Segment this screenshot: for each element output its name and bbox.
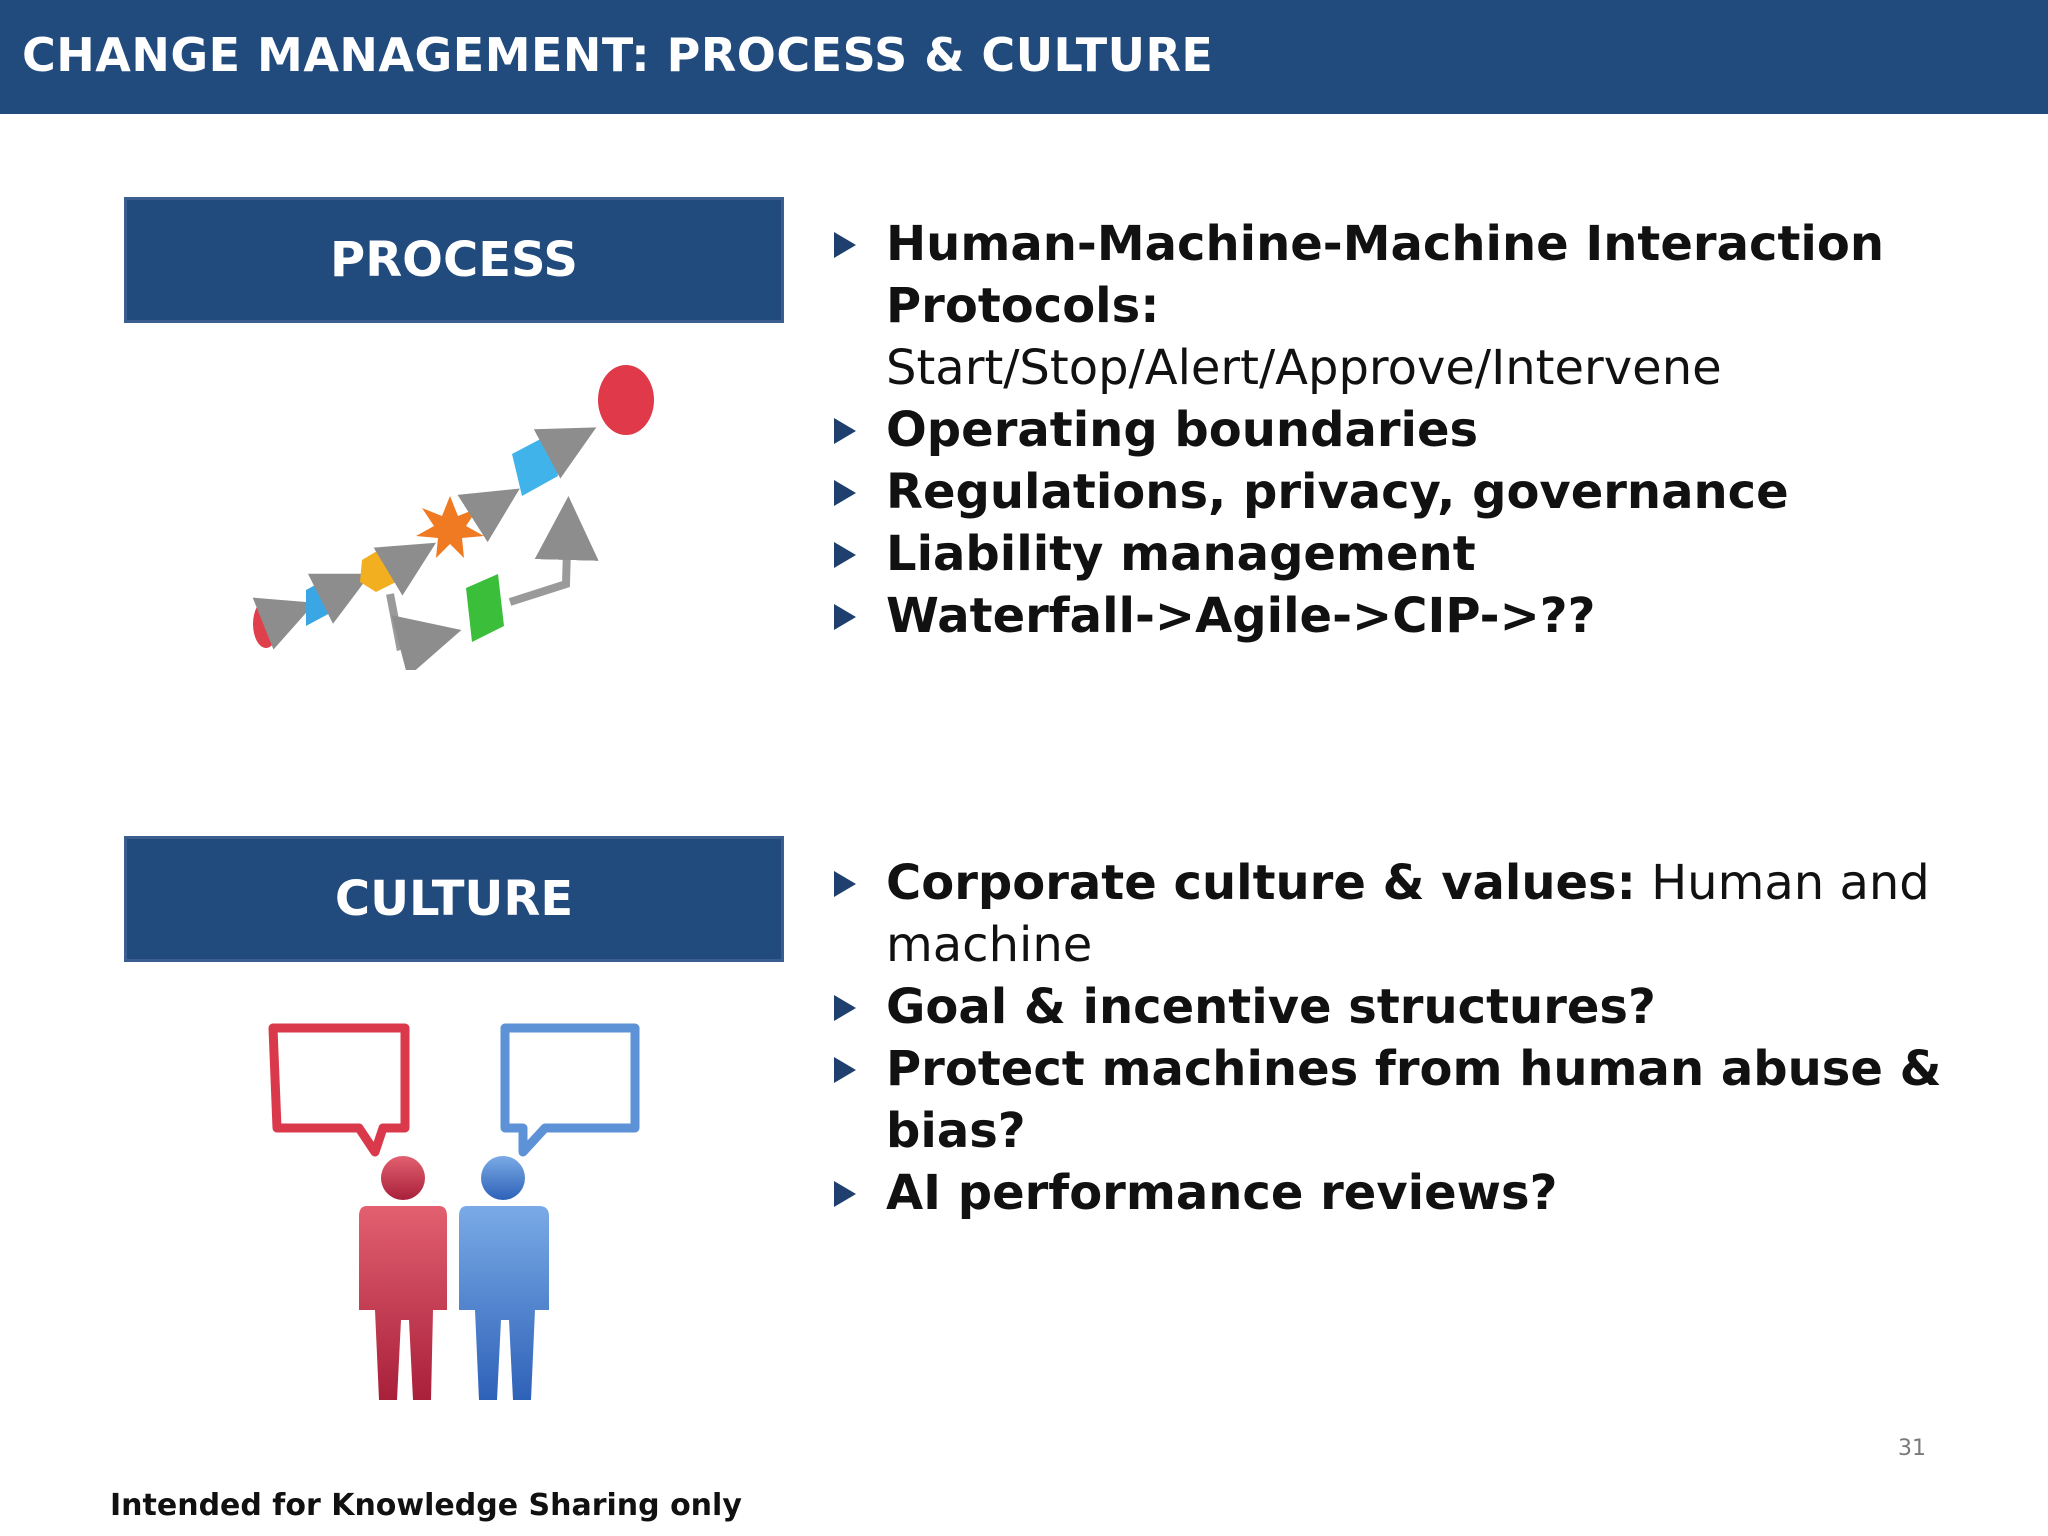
process-bullet-item: Waterfall->Agile->CIP->?? <box>830 585 2010 647</box>
slide-header-bar: CHANGE MANAGEMENT: PROCESS & CULTURE <box>0 0 2048 114</box>
culture-label-box: CULTURE <box>124 836 784 962</box>
footer-note: Intended for Knowledge Sharing only <box>110 1488 742 1523</box>
page-number: 31 <box>1898 1436 1926 1461</box>
bullet-arrow-icon <box>834 1181 856 1207</box>
culture-bullet-item: Corporate culture & values: Human and ma… <box>830 852 2010 976</box>
bullet-text-strong: Human-Machine-Machine Interaction Protoc… <box>886 216 1884 334</box>
bullet-text-strong: Liability management <box>886 526 1476 582</box>
bullet-arrow-icon <box>834 232 856 258</box>
bullet-text-strong: Waterfall->Agile->CIP->?? <box>886 588 1596 644</box>
two-people-talking-icon <box>268 1023 640 1400</box>
process-flow-diagram-icon <box>252 365 654 670</box>
culture-bullet-list: Corporate culture & values: Human and ma… <box>830 852 2010 1224</box>
process-label: PROCESS <box>330 232 578 288</box>
process-bullet-item: Operating boundaries <box>830 399 2010 461</box>
bullet-text-strong: Operating boundaries <box>886 402 1479 458</box>
culture-bullet-item: AI performance reviews? <box>830 1162 2010 1224</box>
process-bullet-list: Human-Machine-Machine Interaction Protoc… <box>830 213 2010 647</box>
culture-label: CULTURE <box>334 871 574 927</box>
bullet-text-strong: Regulations, privacy, governance <box>886 464 1789 520</box>
bullet-text-strong: Protect machines from human abuse & bias… <box>886 1041 1942 1159</box>
culture-bullet-item: Goal & incentive structures? <box>830 976 2010 1038</box>
bullet-text-strong: Corporate culture & values: <box>886 855 1636 911</box>
process-bullet-item: Human-Machine-Machine Interaction Protoc… <box>830 213 2010 399</box>
slide-title: CHANGE MANAGEMENT: PROCESS & CULTURE <box>22 28 1214 82</box>
bullet-arrow-icon <box>834 418 856 444</box>
process-label-box: PROCESS <box>124 197 784 323</box>
bullet-arrow-icon <box>834 604 856 630</box>
process-bullet-item: Regulations, privacy, governance <box>830 461 2010 523</box>
process-bullet-item: Liability management <box>830 523 2010 585</box>
bullet-arrow-icon <box>834 995 856 1021</box>
bullet-arrow-icon <box>834 480 856 506</box>
bullet-text-strong: AI performance reviews? <box>886 1165 1558 1221</box>
bullet-text: Start/Stop/Alert/Approve/Intervene <box>886 340 1722 396</box>
bullet-arrow-icon <box>834 1057 856 1083</box>
culture-bullet-item: Protect machines from human abuse & bias… <box>830 1038 2010 1162</box>
bullet-text-strong: Goal & incentive structures? <box>886 979 1656 1035</box>
bullet-text: Human and machine <box>886 855 1930 973</box>
bullet-arrow-icon <box>834 871 856 897</box>
bullet-arrow-icon <box>834 542 856 568</box>
